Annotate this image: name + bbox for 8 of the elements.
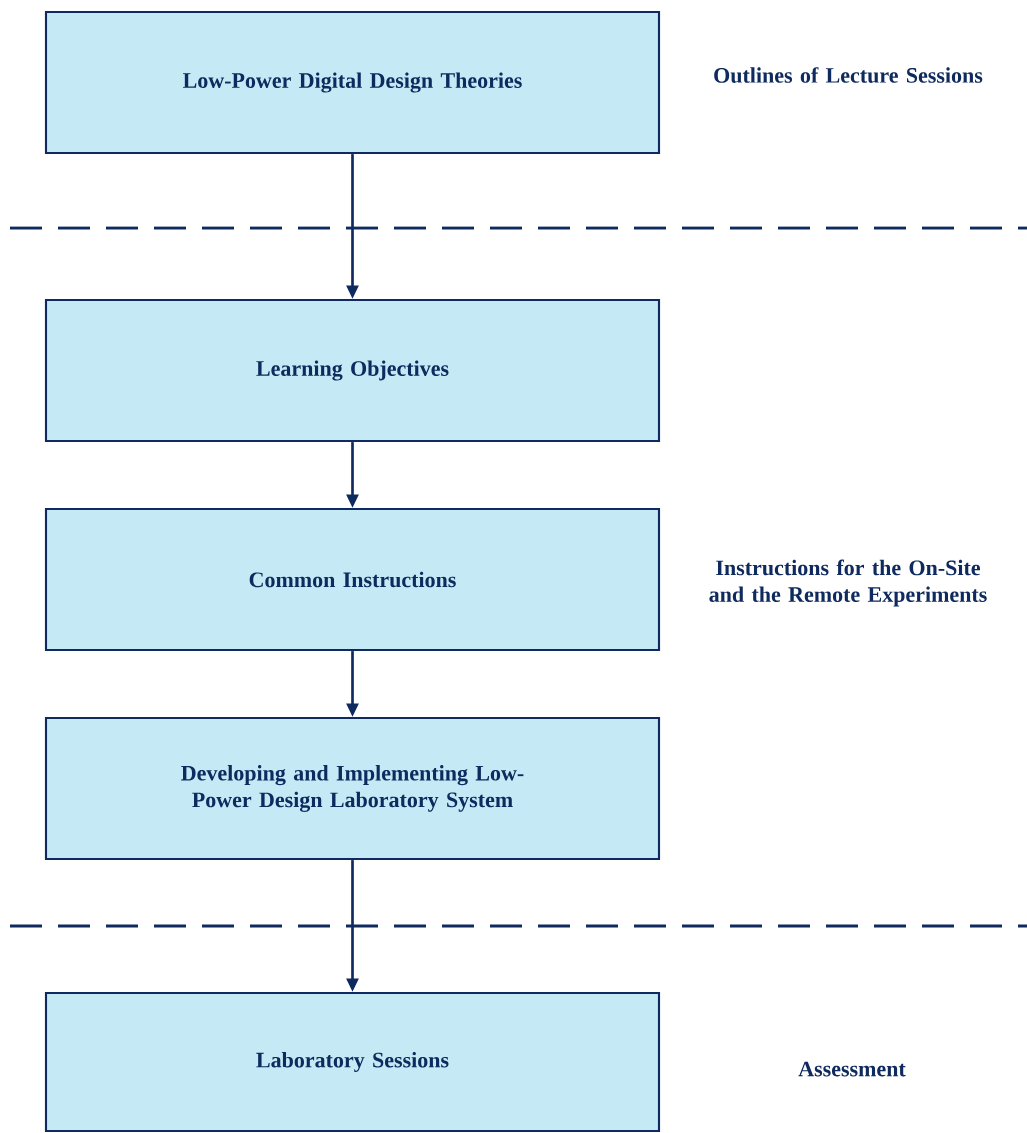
process-box: Laboratory Sessions: [44, 991, 661, 1133]
side-label: Outlines of Lecture Sessions: [714, 67, 983, 83]
process-box: Developing and Implementing Low-Power Design Laboratory System: [44, 716, 661, 861]
process-box: Learning Objectives: [44, 298, 661, 443]
process-box: Low-Power Digital Design Theories: [44, 10, 661, 155]
side-label: Instructions for the On-Site and the Remote Experiments: [709, 559, 987, 607]
side-label: Assessment: [798, 1061, 906, 1077]
process-box: Common Instructions: [44, 507, 661, 652]
